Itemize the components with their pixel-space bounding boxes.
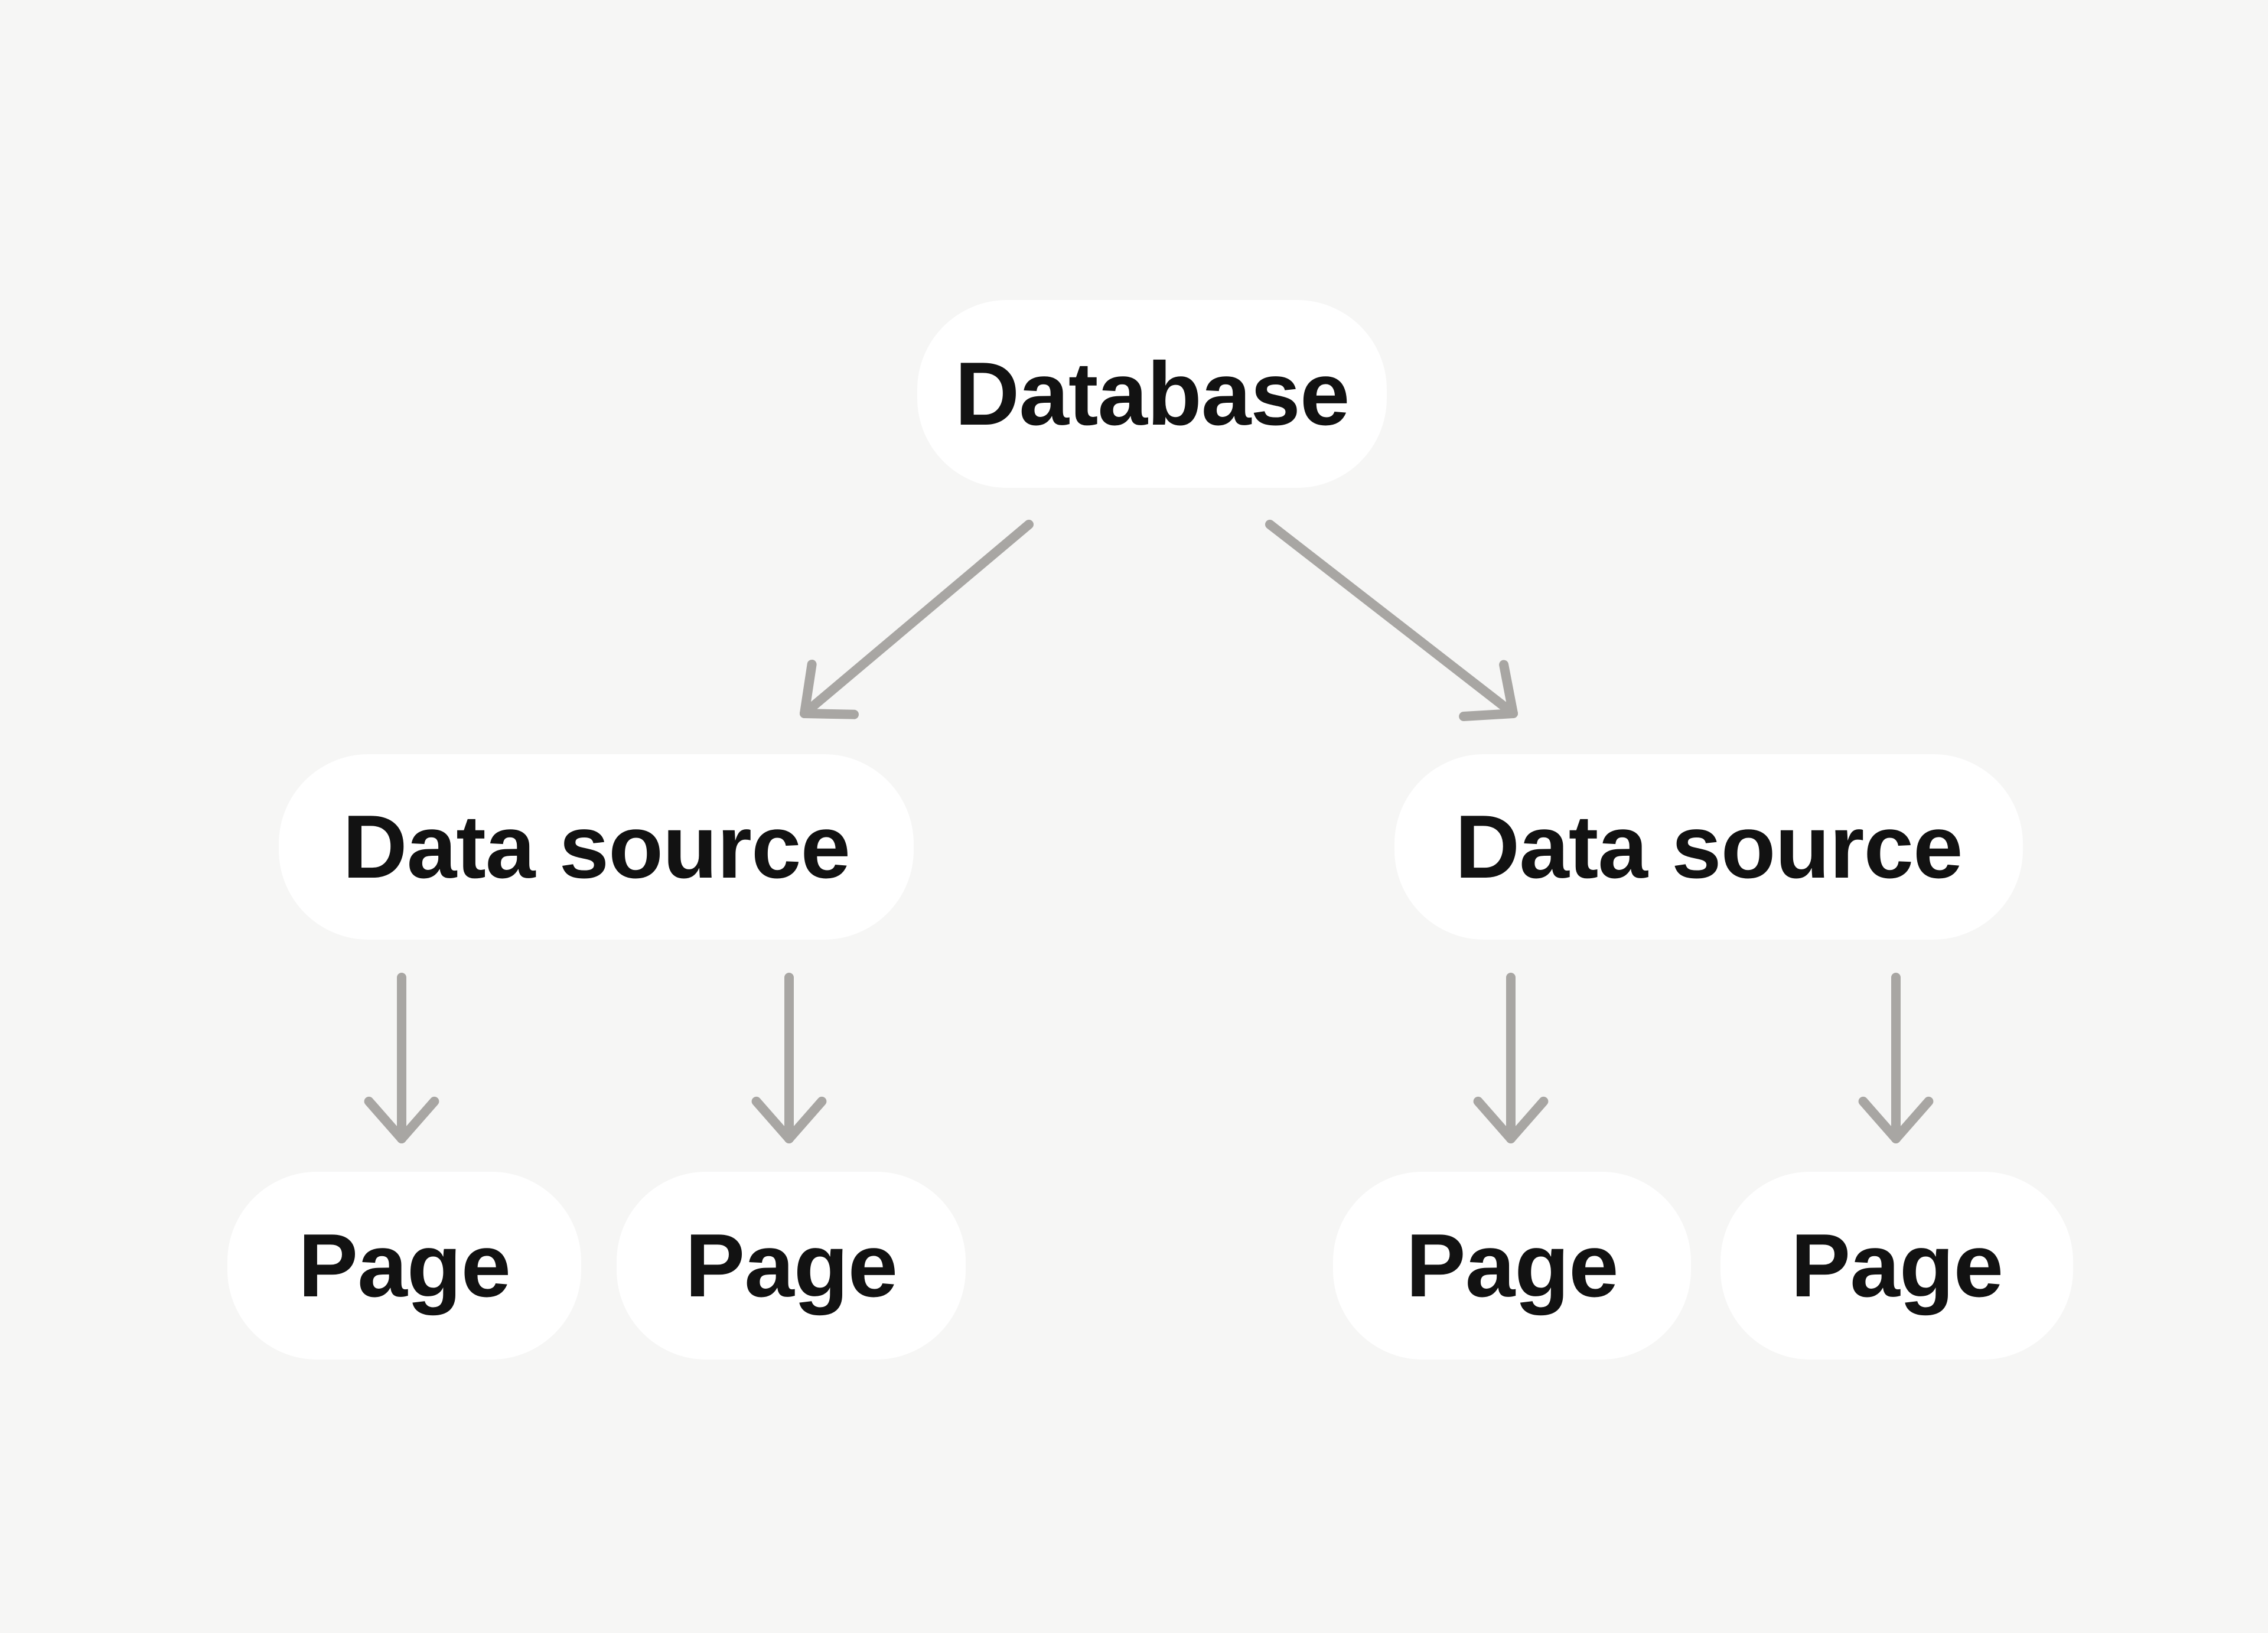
node-data-source-left: Data source bbox=[279, 754, 914, 940]
node-page-right-1: Page bbox=[1333, 1172, 1691, 1360]
arrow-segment bbox=[1265, 520, 1518, 718]
node-data-source-right-label: Data source bbox=[1455, 797, 1963, 897]
arrow-segment bbox=[800, 659, 817, 718]
node-page-right-2-label: Page bbox=[1790, 1215, 2003, 1316]
arrow-segment bbox=[1506, 1096, 1549, 1143]
arrow-segment bbox=[1459, 709, 1518, 722]
arrow bbox=[751, 973, 827, 1143]
node-page-right-1-label: Page bbox=[1406, 1215, 1618, 1316]
arrow-segment bbox=[800, 520, 1034, 718]
node-data-source-left-label: Data source bbox=[342, 797, 850, 897]
arrow-segment bbox=[800, 709, 859, 719]
node-database: Database bbox=[917, 300, 1387, 488]
arrow-segment bbox=[364, 1096, 406, 1143]
arrow-segment bbox=[1499, 660, 1518, 718]
arrow bbox=[364, 973, 439, 1143]
arrow-segment bbox=[1858, 1096, 1901, 1143]
arrow-segment bbox=[1891, 1096, 1934, 1143]
node-database-label: Database bbox=[954, 344, 1350, 444]
arrow bbox=[1858, 973, 1934, 1143]
node-page-left-2: Page bbox=[617, 1172, 966, 1360]
arrow-segment bbox=[1473, 1096, 1516, 1143]
arrow bbox=[1265, 520, 1518, 722]
node-page-right-2: Page bbox=[1720, 1172, 2073, 1360]
node-page-left-1: Page bbox=[227, 1172, 581, 1360]
node-page-left-2-label: Page bbox=[685, 1215, 898, 1316]
arrow-segment bbox=[751, 1096, 794, 1143]
node-page-left-1-label: Page bbox=[298, 1215, 511, 1316]
arrow bbox=[1473, 973, 1549, 1143]
arrow-segment bbox=[784, 1096, 827, 1143]
node-data-source-right: Data source bbox=[1394, 754, 2023, 940]
arrow-segment bbox=[397, 1096, 439, 1143]
arrow bbox=[800, 520, 1034, 719]
